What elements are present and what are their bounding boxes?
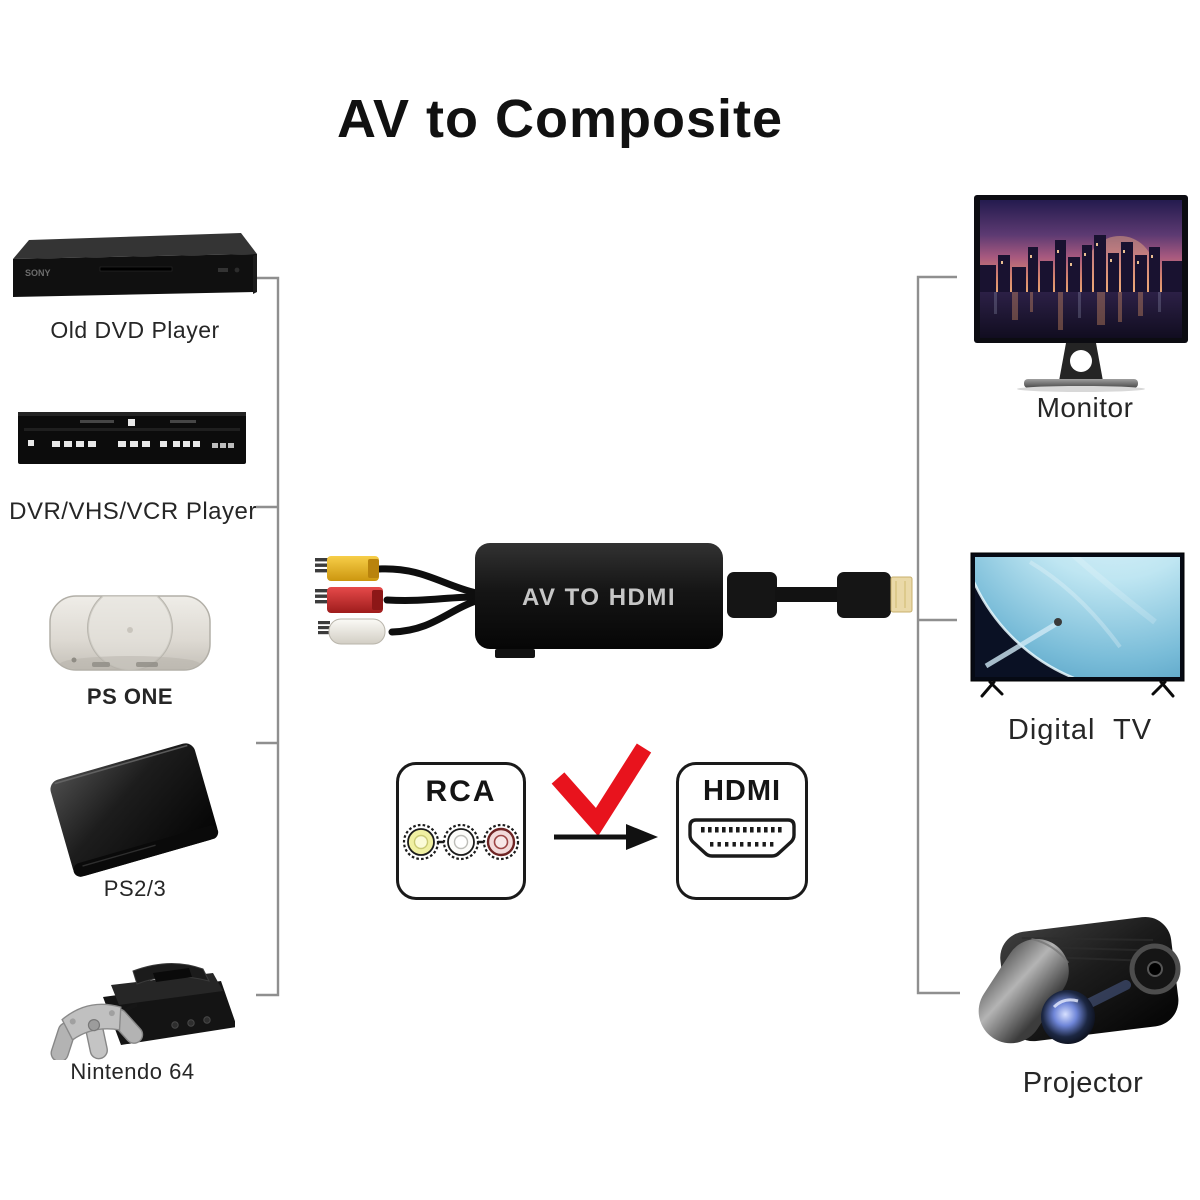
monitor-label: Monitor [1036,392,1134,423]
arrow-right-icon [554,824,658,850]
dvd-brand-text: SONY [25,268,51,278]
old-dvd-player-figure: SONY Old DVD Player [5,228,265,348]
page-title: AV to Composite [337,89,783,149]
ps-one-image [49,595,211,671]
yellow-cable [375,565,480,597]
converter-image: AV TO HDMI [315,543,913,658]
rca-badge: RCA [396,762,526,900]
dvr-vhs-vcr-figure: DVR/VHS/VCR Player [8,408,258,528]
red-cable [383,593,480,604]
left-bracket-line [255,276,280,997]
hdmi-cable [727,572,913,618]
dvr-vhs-vcr-label: DVR/VHS/VCR Player [9,498,257,525]
right-bracket-line [916,275,960,995]
digital-tv-figure: Digital TV [970,552,1190,752]
hdmi-label: HDMI [702,775,782,807]
projector-label: Projector [1022,1067,1144,1099]
hdmi-plug-gold-tip [890,576,913,613]
ps-one-figure: PS ONE [40,588,220,710]
ps2-3-image [50,743,219,877]
rca-plug-red [315,587,383,613]
ps2-3-label: PS2/3 [103,876,167,901]
checkmark-icon [551,743,652,837]
dvr-vhs-vcr-image [18,412,246,464]
hdmi-badge: HDMI [676,762,808,900]
hdmi-port-icon [688,818,796,858]
rca-plug-yellow [315,556,379,581]
nintendo-64-figure: Nintendo 64 [25,935,240,1084]
converter-label: AV TO HDMI [522,584,676,611]
nintendo-64-image [50,962,235,1060]
monitor-image [974,195,1188,392]
converter-figure: AV TO HDMI [300,533,920,683]
projector-image [978,916,1181,1044]
old-dvd-player-label: Old DVD Player [50,317,220,343]
ps-one-label: PS ONE [86,684,174,709]
ps2-3-figure: PS2/3 [45,740,225,901]
white-cable [388,597,480,636]
rca-label: RCA [425,775,497,808]
rca-plug-white [318,618,386,645]
digital-tv-image [970,552,1185,698]
rca-connectors-icon [402,823,519,861]
old-dvd-player-image: SONY [13,233,257,297]
projector-figure: Projector [968,915,1198,1105]
monitor-figure: Monitor [970,195,1200,427]
nintendo-64-label: Nintendo 64 [70,1059,195,1084]
digital-tv-label: Digital TV [1007,714,1153,746]
